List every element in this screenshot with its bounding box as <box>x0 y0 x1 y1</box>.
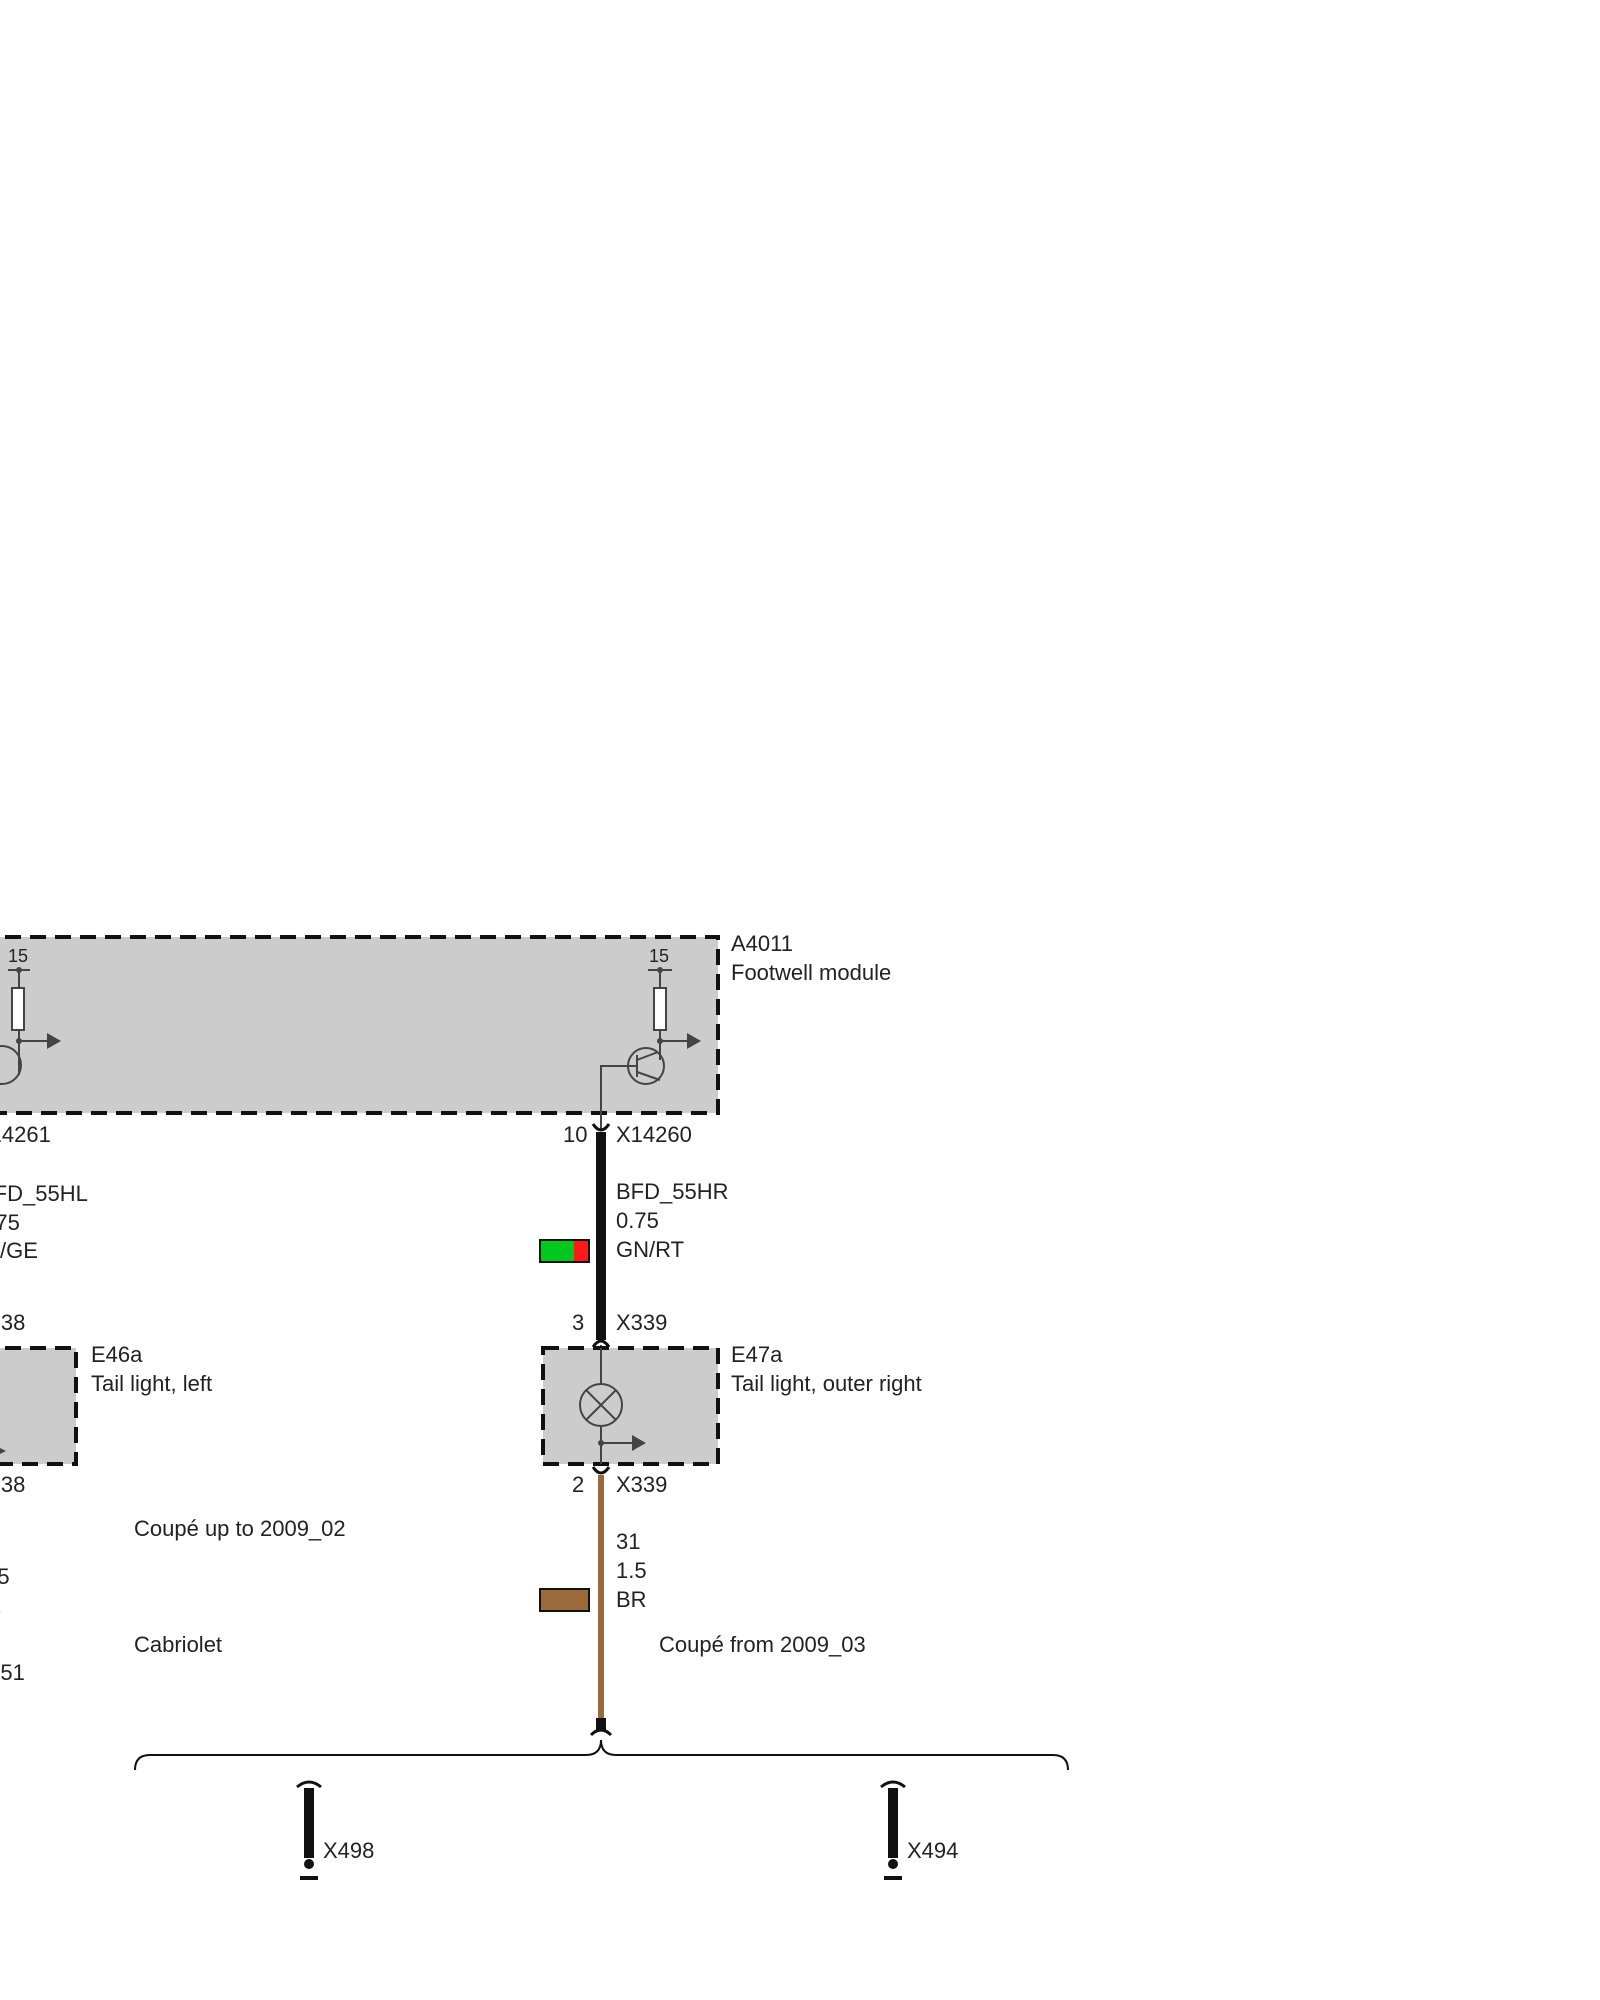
footwell-module: 15 15 A4011 Footwell module <box>0 931 891 1115</box>
right-ground-gauge: 1.5 <box>616 1558 647 1583</box>
right-wire-signal: BFD_55HR <box>616 1179 728 1204</box>
x339-pin3: 3 <box>572 1310 584 1335</box>
right-wire-color: GN/RT <box>616 1237 684 1262</box>
wire-bfd55hr <box>596 1132 606 1340</box>
right-wire-gauge: 0.75 <box>616 1208 659 1233</box>
right-ground-color: BR <box>616 1587 647 1612</box>
connector-x339-pin2-icon <box>591 1466 611 1475</box>
connector-x339-pin3-icon <box>591 1339 611 1348</box>
right-lamp-name: Tail light, outer right <box>731 1371 922 1396</box>
br-swatch <box>539 1588 590 1612</box>
left-lamp-name: Tail light, left <box>91 1371 212 1396</box>
left-driver-transistor-icon <box>0 967 61 1085</box>
left-ground-label: X13151 <box>0 1660 25 1685</box>
right-ground-wire <box>589 1466 613 1737</box>
connector-x14260-icon <box>591 1123 611 1132</box>
right-driver-transistor-icon <box>600 967 701 1113</box>
x14260-pin: 10 <box>563 1122 587 1147</box>
wire-31-br <box>598 1475 604 1718</box>
x338-top-label: X338 <box>0 1310 25 1335</box>
x14260-label: X14260 <box>616 1122 692 1147</box>
right-ground-signal: 31 <box>616 1529 640 1554</box>
x339-pin2: 2 <box>572 1472 584 1497</box>
x339-bottom-label: X339 <box>616 1472 667 1497</box>
splice-end-icon <box>589 1728 613 1737</box>
left-wire-gauge: 0.75 <box>0 1210 20 1235</box>
left-ground-color: BR <box>0 1593 2 1618</box>
left-supply-label: 15 <box>8 946 28 966</box>
module-id: A4011 <box>731 931 793 956</box>
ground-x498-label: X498 <box>323 1838 374 1863</box>
tail-light-left-box <box>0 1346 78 1466</box>
tail-light-outer-right-box <box>541 1346 720 1466</box>
footwell-module-box <box>0 935 720 1115</box>
left-ground-gauge: 1.5 <box>0 1564 10 1589</box>
module-name: Footwell module <box>731 960 891 985</box>
left-lamp-id: E46a <box>91 1342 143 1367</box>
left-wire-color: GN/GE <box>0 1238 38 1263</box>
ground-x494-label: X494 <box>907 1838 958 1863</box>
x338-bottom-label: X338 <box>0 1472 25 1497</box>
gn-rt-swatch <box>539 1239 590 1263</box>
variant-brace <box>134 1739 1069 1771</box>
right-lamp-id: E47a <box>731 1342 783 1367</box>
variant-cabriolet: Cabriolet <box>134 1632 222 1657</box>
x14261-label: X14261 <box>0 1122 51 1147</box>
x339-top-label: X339 <box>616 1310 667 1335</box>
variant-coupe-old: Coupé up to 2009_02 <box>134 1516 346 1541</box>
lamp-bulb-icon <box>579 1348 646 1464</box>
ground-x498-icon <box>296 1780 322 1880</box>
variant-coupe-new: Coupé from 2009_03 <box>659 1632 866 1657</box>
right-signal-wire <box>591 1113 611 1348</box>
ground-x494-icon <box>880 1780 906 1880</box>
left-wire-signal: BFD_55HL <box>0 1181 88 1206</box>
right-supply-label: 15 <box>649 946 669 966</box>
